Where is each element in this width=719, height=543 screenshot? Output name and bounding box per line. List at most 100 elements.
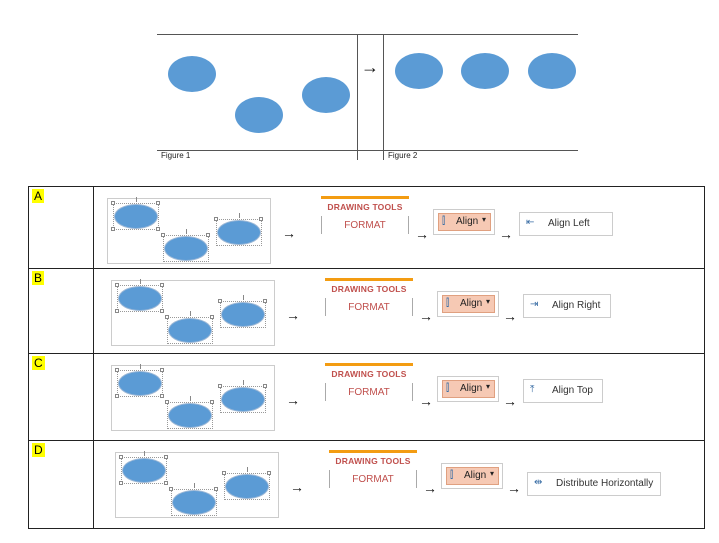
- drawing-tools-accent: [329, 450, 417, 453]
- drawing-tools-tab[interactable]: DRAWING TOOLS FORMAT: [325, 278, 413, 318]
- figure1-ellipse-3: [302, 77, 350, 113]
- thumb-ellipse-1: [114, 204, 158, 229]
- step-arrow: →: [507, 480, 521, 496]
- drawing-tools-tab[interactable]: DRAWING TOOLS FORMAT: [329, 450, 417, 490]
- resize-handle: [111, 227, 115, 231]
- figure2-ellipse-3: [528, 53, 576, 89]
- chevron-down-icon: ▾: [490, 469, 495, 478]
- rotate-handle: [247, 467, 248, 472]
- rotate-handle: [140, 279, 141, 284]
- align-button[interactable]: ⫿ Align ▾: [437, 376, 499, 402]
- resize-handle: [169, 487, 173, 491]
- option-row[interactable]: C →: [28, 353, 705, 441]
- option-letter: D: [32, 443, 45, 457]
- selection-box: [167, 402, 213, 429]
- resize-handle: [164, 455, 168, 459]
- option-row[interactable]: D →: [28, 440, 705, 529]
- resize-handle: [165, 400, 169, 404]
- step-arrow: →: [286, 307, 300, 323]
- format-tab-label[interactable]: FORMAT: [348, 387, 390, 398]
- drawing-tools-label: DRAWING TOOLS: [327, 202, 403, 212]
- selection-box: [171, 489, 217, 516]
- shapes-thumbnail: [115, 451, 279, 518]
- align-button[interactable]: ⫿ Align ▾: [441, 463, 503, 489]
- option-row[interactable]: B →: [28, 268, 705, 354]
- thumb-ellipse-1: [122, 458, 166, 483]
- align-button-highlight: ⫿ Align ▾: [438, 213, 491, 231]
- drawing-tools-label: DRAWING TOOLS: [331, 369, 407, 379]
- align-icon: ⫿: [442, 216, 446, 227]
- format-tab-frame: [325, 298, 413, 316]
- thumb-ellipse-2: [168, 403, 212, 428]
- shapes-thumbnail: [111, 364, 275, 431]
- rotate-handle: [144, 451, 145, 456]
- resize-handle: [160, 368, 164, 372]
- align-button-highlight: ⫿ Align ▾: [442, 380, 495, 398]
- align-button[interactable]: ⫿ Align ▾: [433, 209, 495, 235]
- option-row[interactable]: A →: [28, 186, 705, 269]
- figure2-label: Figure 2: [388, 151, 418, 160]
- format-tab-frame: [325, 383, 413, 401]
- row-divider: [93, 187, 94, 268]
- align-command[interactable]: ⇹ Distribute Horizontally: [527, 472, 661, 496]
- thumb-ellipse-2: [172, 490, 216, 515]
- align-button[interactable]: ⫿ Align ▾: [437, 291, 499, 317]
- resize-handle: [156, 227, 160, 231]
- resize-handle: [160, 309, 164, 313]
- figure-top-border: [157, 34, 578, 35]
- resize-handle: [115, 394, 119, 398]
- drawing-tools-tab[interactable]: DRAWING TOOLS FORMAT: [321, 196, 409, 236]
- align-command-label: Align Top: [552, 385, 593, 396]
- align-command[interactable]: ⤒ Align Top: [523, 379, 603, 403]
- row-divider: [93, 441, 94, 528]
- figure1-ellipse-2: [235, 97, 283, 133]
- align-button-label: Align: [464, 470, 487, 481]
- align-button-label: Align: [460, 298, 483, 309]
- align-icon: ⫿: [450, 470, 454, 481]
- selection-box: [224, 473, 270, 500]
- selection-box: [163, 235, 209, 262]
- resize-handle: [206, 233, 210, 237]
- align-button-highlight: ⫿ Align ▾: [446, 467, 499, 485]
- selection-box: [220, 301, 266, 328]
- figure1-label: Figure 1: [161, 151, 191, 160]
- chevron-down-icon: ▾: [482, 215, 487, 224]
- resize-handle: [263, 299, 267, 303]
- row-divider: [93, 354, 94, 440]
- rotate-handle: [190, 396, 191, 401]
- align-button-highlight: ⫿ Align ▾: [442, 295, 495, 313]
- thumb-ellipse-2: [168, 318, 212, 343]
- format-tab-label[interactable]: FORMAT: [352, 474, 394, 485]
- resize-handle: [115, 283, 119, 287]
- resize-handle: [164, 481, 168, 485]
- rotate-handle: [136, 197, 137, 202]
- resize-handle: [214, 487, 218, 491]
- step-arrow: →: [423, 480, 437, 496]
- format-tab-label[interactable]: FORMAT: [344, 220, 386, 231]
- selection-box: [117, 285, 163, 312]
- align-command[interactable]: ⇤ Align Left: [519, 212, 613, 236]
- resize-handle: [119, 455, 123, 459]
- align-command[interactable]: ⇥ Align Right: [523, 294, 611, 318]
- drawing-tools-accent: [325, 278, 413, 281]
- step-arrow: →: [282, 225, 296, 241]
- figure2-ellipse-1: [395, 53, 443, 89]
- rotate-handle: [194, 483, 195, 488]
- thumb-ellipse-2: [164, 236, 208, 261]
- resize-handle: [210, 315, 214, 319]
- selection-box: [113, 203, 159, 230]
- align-button-label: Align: [456, 216, 479, 227]
- format-tab-frame: [321, 216, 409, 234]
- step-arrow: →: [415, 226, 429, 242]
- step-arrow: →: [499, 226, 513, 242]
- format-tab-label[interactable]: FORMAT: [348, 302, 390, 313]
- drawing-tools-tab[interactable]: DRAWING TOOLS FORMAT: [325, 363, 413, 403]
- align-right-icon: ⇥: [530, 299, 539, 310]
- selection-box: [121, 457, 167, 484]
- option-letter: A: [32, 189, 45, 203]
- selection-box: [220, 386, 266, 413]
- align-top-icon: ⤒: [530, 384, 535, 395]
- resize-handle: [222, 471, 226, 475]
- resize-handle: [259, 217, 263, 221]
- align-command-label: Align Right: [552, 300, 601, 311]
